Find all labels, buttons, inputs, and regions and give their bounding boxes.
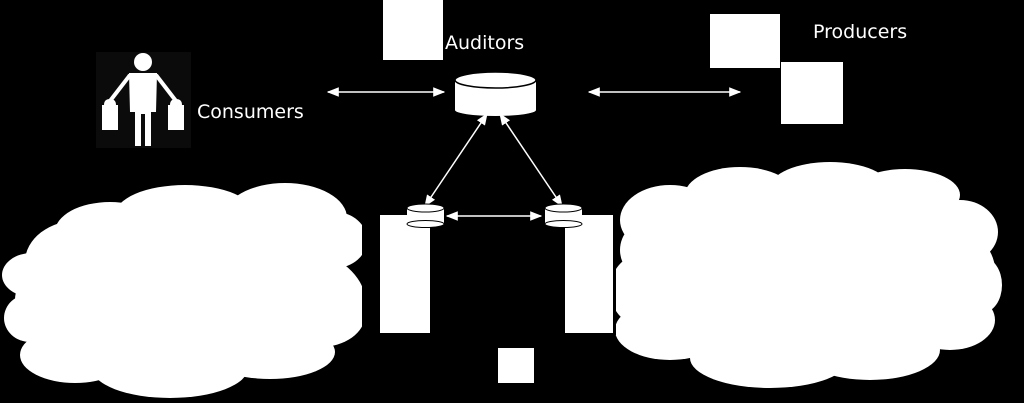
db-bottom bbox=[455, 104, 536, 116]
right-node-tower bbox=[565, 215, 613, 333]
right-cloud bbox=[610, 162, 1002, 388]
left-cloud bbox=[2, 183, 367, 398]
consumers-icon bbox=[96, 52, 191, 148]
auditor-database bbox=[454, 71, 537, 116]
producer-square-2 bbox=[781, 62, 843, 124]
left-cloud-gap bbox=[362, 218, 382, 343]
left-node-database bbox=[406, 203, 445, 228]
left-node-tower bbox=[380, 215, 430, 333]
auditors-label: Auditors bbox=[445, 32, 525, 54]
left-bag bbox=[102, 99, 118, 130]
auditors-square bbox=[383, 0, 443, 60]
producers-icon bbox=[710, 14, 843, 124]
auditor-left-node-arrow bbox=[424, 113, 488, 207]
person-left-arm bbox=[108, 73, 132, 103]
producers-label: Producers bbox=[813, 21, 908, 43]
db-top bbox=[454, 71, 537, 89]
consumers-label: Consumers bbox=[197, 101, 304, 123]
person-head bbox=[134, 53, 152, 71]
right-bag bbox=[168, 99, 184, 130]
right-node-database bbox=[544, 203, 583, 228]
bottom-square bbox=[498, 348, 534, 383]
person-body bbox=[129, 73, 157, 146]
auditor-right-node-arrow bbox=[499, 113, 563, 207]
person-right-arm bbox=[154, 73, 178, 103]
producer-square-1 bbox=[710, 14, 780, 68]
